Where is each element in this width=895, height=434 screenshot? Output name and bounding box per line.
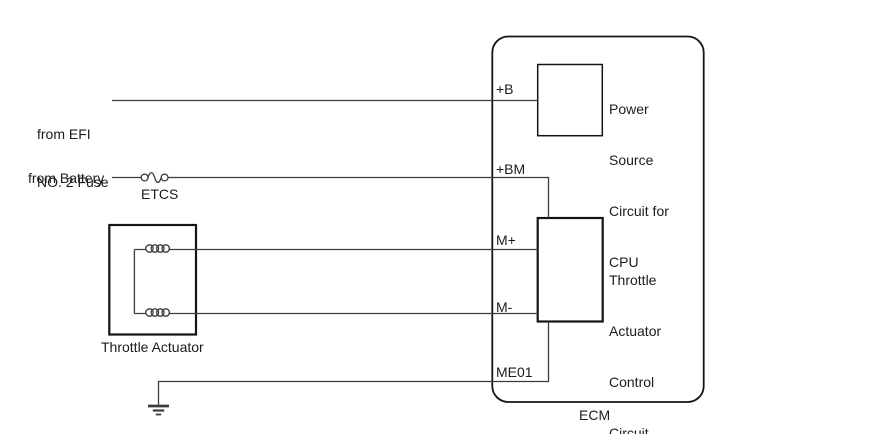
label-throttle-actuator: Throttle Actuator — [101, 339, 204, 355]
throttle-control-box-label-line1: Throttle — [609, 272, 657, 288]
ground-icon — [148, 404, 169, 416]
wire-battery-to-plus-bm — [112, 176, 550, 218]
terminal-label-plus-b: +B — [496, 81, 514, 97]
power-source-box-label-line3: Circuit for — [609, 203, 669, 219]
terminal-label-m-minus: M- — [496, 299, 513, 315]
label-from-efi-line1: from EFI — [37, 126, 91, 142]
wire-group — [112, 99, 550, 416]
terminal-label-plus-bm: +BM — [496, 161, 526, 177]
throttle-actuator-box — [108, 223, 198, 336]
throttle-control-box-label-line3: Control — [609, 374, 655, 390]
throttle-control-box-label: Throttle Actuator Control Circuit — [609, 238, 661, 434]
power-source-box-label-line4: CPU — [609, 254, 639, 270]
fuse-icon — [140, 171, 169, 184]
throttle-control-box-label-line4: Circuit — [609, 425, 649, 434]
coil-icon — [145, 244, 171, 253]
label-ecm: ECM — [579, 407, 611, 423]
label-fuse-etcs: ETCS — [141, 186, 179, 202]
ecm-outline — [491, 35, 705, 403]
power-source-box-label-line2: Source — [609, 152, 654, 168]
power-source-box-label: Power Source Circuit for CPU — [609, 67, 669, 305]
power-source-box — [536, 63, 604, 137]
label-from-efi: from EFI NO. 2 Fuse — [37, 94, 109, 222]
throttle-control-box-label-line2: Actuator — [609, 323, 662, 339]
outline-group — [108, 35, 705, 403]
wire-me01-to-ground — [157, 321, 550, 405]
label-from-battery: from Battery — [28, 170, 105, 186]
coil-icon — [145, 308, 171, 317]
terminal-label-m-plus: M+ — [496, 232, 516, 248]
throttle-control-box — [536, 216, 604, 323]
power-source-box-label-line1: Power — [609, 101, 649, 117]
label-from-efi-line2: NO. 2 Fuse — [37, 174, 109, 190]
terminal-label-me01: ME01 — [496, 364, 533, 380]
